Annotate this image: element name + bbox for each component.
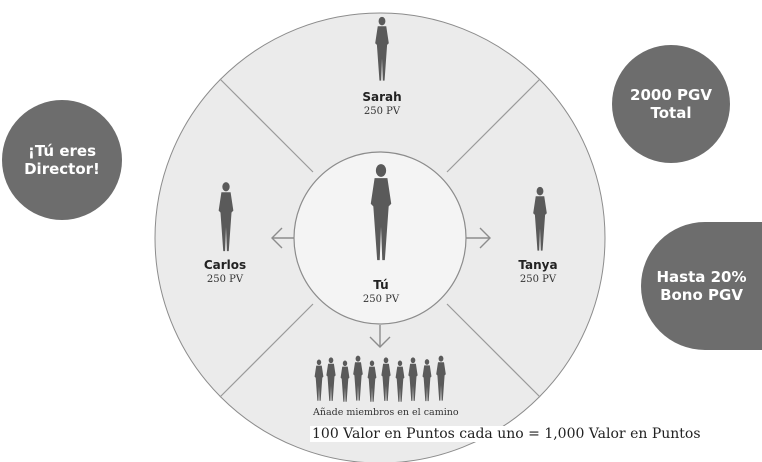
director-badge-text: ¡Tú eres Director! — [24, 142, 100, 178]
arrow-right-icon — [466, 227, 491, 249]
total-pgv-badge-text: 2000 PGV Total — [630, 86, 712, 122]
bonus-pgv-badge-text: Hasta 20% Bono PGV — [656, 268, 747, 304]
pv-tanya: 250 PV — [519, 274, 557, 285]
name-you: Tú — [373, 278, 389, 292]
bonus-pgv-badge: Hasta 20% Bono PGV — [641, 222, 762, 350]
name-tanya: Tanya — [518, 258, 558, 272]
divider-top-right — [446, 78, 541, 173]
total-pgv-badge: 2000 PGV Total — [612, 45, 730, 163]
pv-sarah: 250 PV — [363, 106, 401, 117]
add-members-label: Añade miembros en el camino — [313, 407, 459, 418]
pv-you: 250 PV — [362, 294, 400, 305]
divider-top-left — [219, 78, 314, 173]
name-sarah: Sarah — [362, 90, 402, 104]
name-carlos: Carlos — [203, 258, 247, 272]
divider-bottom-left — [219, 303, 314, 398]
arrow-left-icon — [271, 227, 294, 249]
pv-carlos: 250 PV — [206, 274, 244, 285]
points-footnote: 100 Valor en Puntos cada uno = 1,000 Val… — [310, 426, 703, 442]
arrow-down-icon — [369, 325, 391, 348]
divider-bottom-right — [446, 303, 541, 398]
director-badge: ¡Tú eres Director! — [2, 100, 122, 220]
